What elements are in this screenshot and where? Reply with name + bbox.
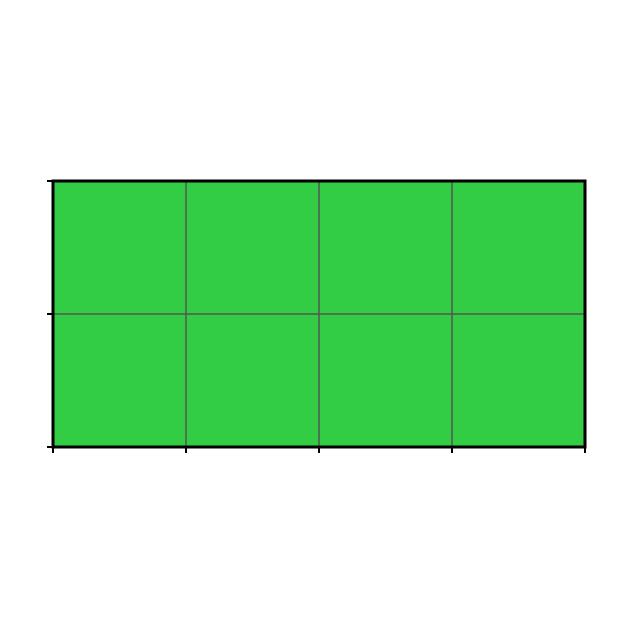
heatmap-cell-r0-c3 — [452, 181, 585, 314]
heatmap-cell-r0-c1 — [186, 181, 319, 314]
heatmap-cell-r0-c2 — [319, 181, 452, 314]
heatmap-cell-r0-c0 — [53, 181, 186, 314]
heatmap-cell-r1-c0 — [53, 314, 186, 447]
grid-lines — [53, 181, 585, 447]
heatmap-cell-r1-c3 — [452, 314, 585, 447]
heatmap-cell-r1-c2 — [319, 314, 452, 447]
axis-ticks — [47, 180, 586, 453]
heatmap-cell-r1-c1 — [186, 314, 319, 447]
heatmap-cells — [53, 181, 585, 447]
